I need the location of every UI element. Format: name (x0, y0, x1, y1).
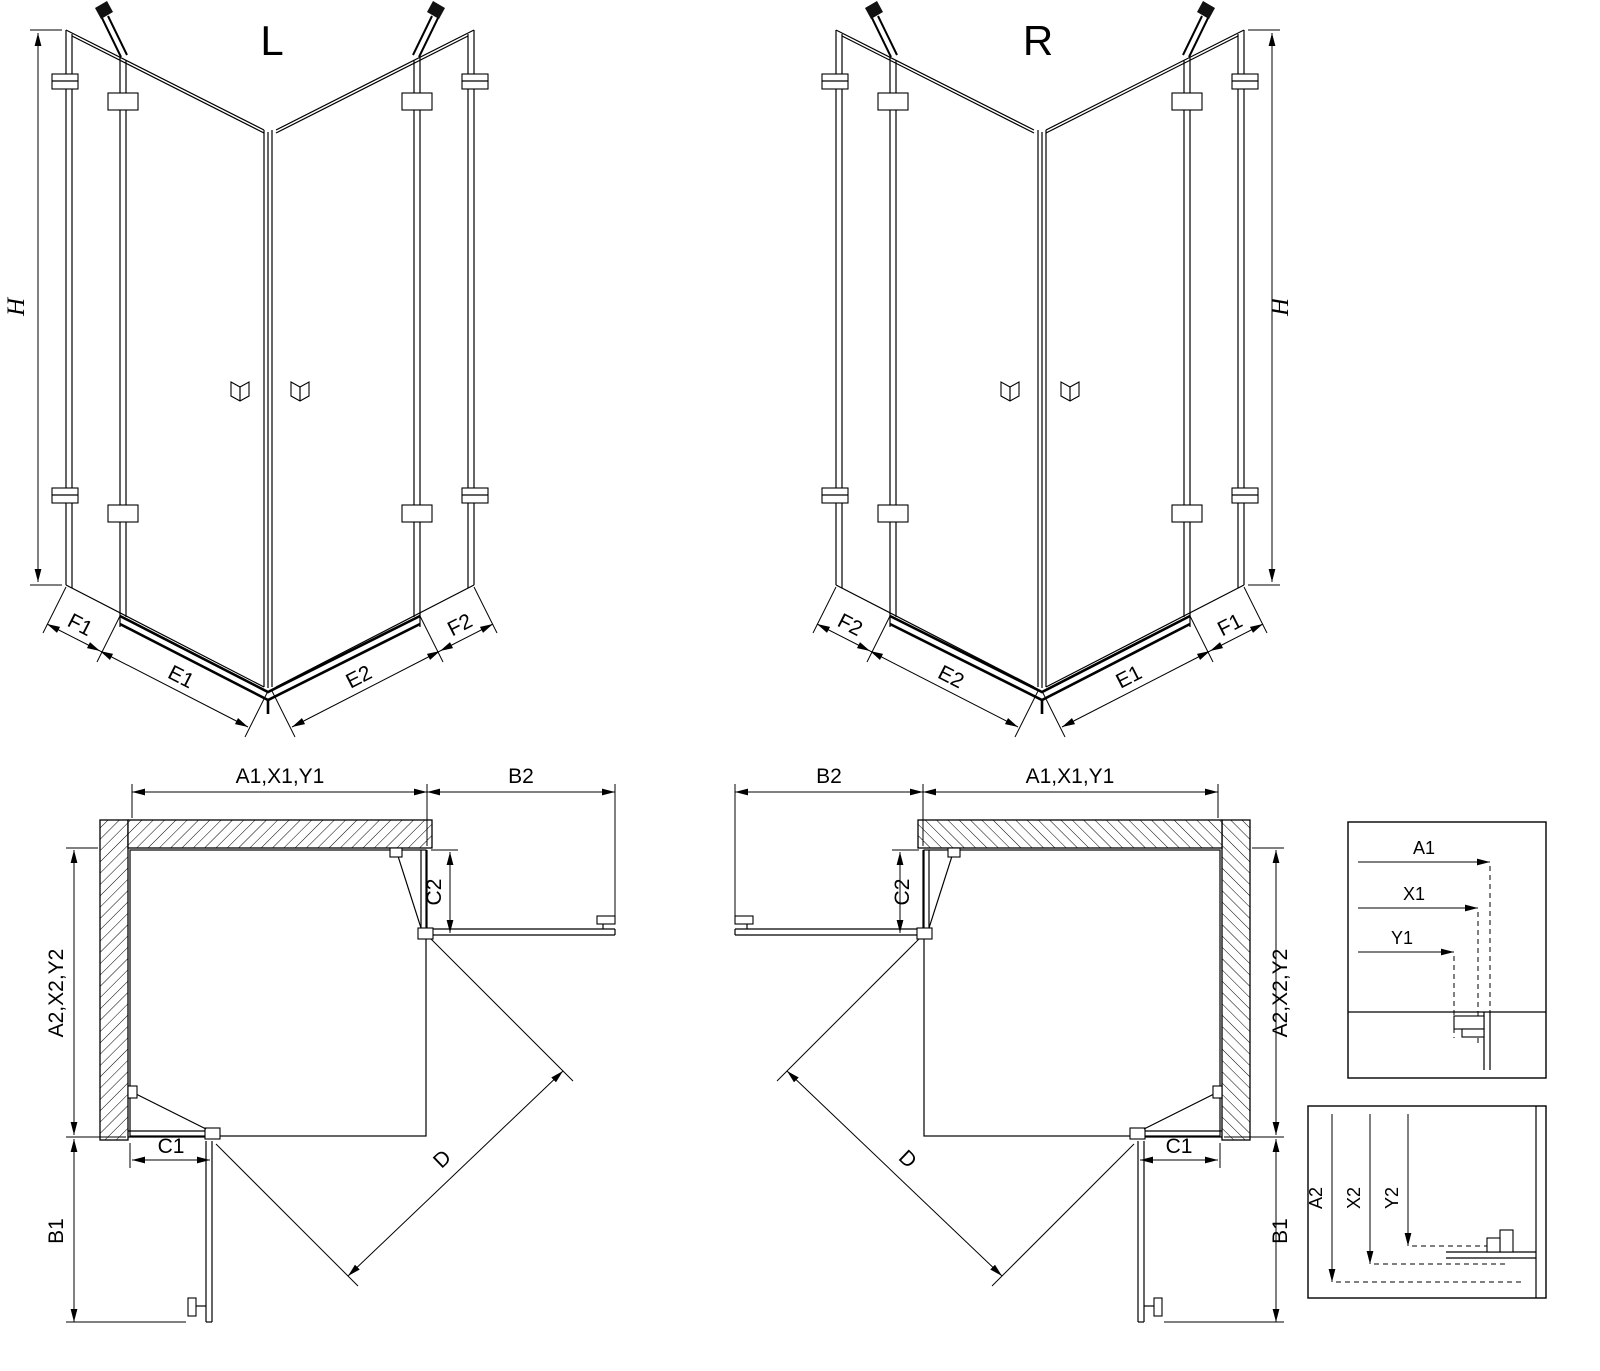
dim-label-b1-left: B1 (45, 1218, 68, 1244)
detail-label-y1: Y1 (1391, 928, 1413, 948)
perspective-view-right-geometry (813, 1, 1280, 737)
dim-label-b2-right: B2 (816, 765, 842, 788)
dim-label-c1-left: C1 (158, 1135, 185, 1158)
dim-label-f1-left: F1 (64, 609, 96, 641)
detail-view-vertical (1307, 1105, 1547, 1299)
detail-box-frame (1307, 1105, 1547, 1299)
view-title-left: L (260, 17, 283, 64)
detail-label-x2: X2 (1344, 1187, 1364, 1209)
detail-box-frame (1347, 821, 1547, 1079)
dim-label-h-left: H (3, 296, 30, 317)
detail-label-x1: X1 (1403, 884, 1425, 904)
detail-view-horizontal (1347, 821, 1547, 1079)
wall-profile-section (1499, 1229, 1514, 1253)
view-title-right: R (1023, 17, 1053, 64)
perspective-right-labels: R H F2 E2 E1 F1 (834, 17, 1294, 693)
dim-label-e1-left: E1 (164, 661, 197, 693)
dim-label-b1-right: B1 (1269, 1218, 1292, 1244)
dim-label-d-left: D (429, 1146, 456, 1173)
dim-label-e2-right: E2 (934, 661, 967, 693)
plan-view-left-geometry (66, 784, 615, 1322)
dim-label-h-right: H (1267, 296, 1294, 317)
detail-labels: A1 X1 Y1 A2 X2 Y2 (1306, 838, 1435, 1209)
wall-profile-section-inner (1461, 1028, 1485, 1038)
dim-label-c1-right: C1 (1166, 1135, 1193, 1158)
wall-profile-section-inner (1486, 1237, 1501, 1253)
dim-label-a1x1y1-left: A1,X1,Y1 (236, 765, 325, 788)
dim-label-e2-left: E2 (342, 661, 375, 693)
dim-label-a2x2y2-right: A2,X2,Y2 (1269, 949, 1292, 1038)
dim-label-f2-left: F2 (444, 609, 476, 641)
detail-label-a2: A2 (1306, 1187, 1326, 1209)
dim-label-a1x1y1-right: A1,X1,Y1 (1026, 765, 1115, 788)
dim-label-c2-right: C2 (891, 879, 914, 906)
dim-label-b2-left: B2 (508, 765, 534, 788)
detail-label-a1: A1 (1413, 838, 1435, 858)
plan-right-labels: B2 A1,X1,Y1 C2 A2,X2,Y2 B1 C1 D (816, 765, 1292, 1244)
perspective-view-left-geometry (30, 1, 497, 737)
dim-label-f2-right: F2 (834, 609, 866, 641)
dim-label-c2-left: C2 (423, 879, 446, 906)
wall-profile-section (1453, 1015, 1485, 1030)
dim-label-a2x2y2-left: A2,X2,Y2 (45, 949, 68, 1038)
perspective-left-labels: L H F1 E1 E2 F2 (3, 17, 476, 693)
dim-label-e1-right: E1 (1112, 661, 1145, 693)
dim-label-f1-right: F1 (1214, 609, 1246, 641)
plan-view-right-geometry (735, 784, 1284, 1322)
dim-label-d-right: D (894, 1146, 921, 1173)
detail-label-y2: Y2 (1382, 1187, 1402, 1209)
